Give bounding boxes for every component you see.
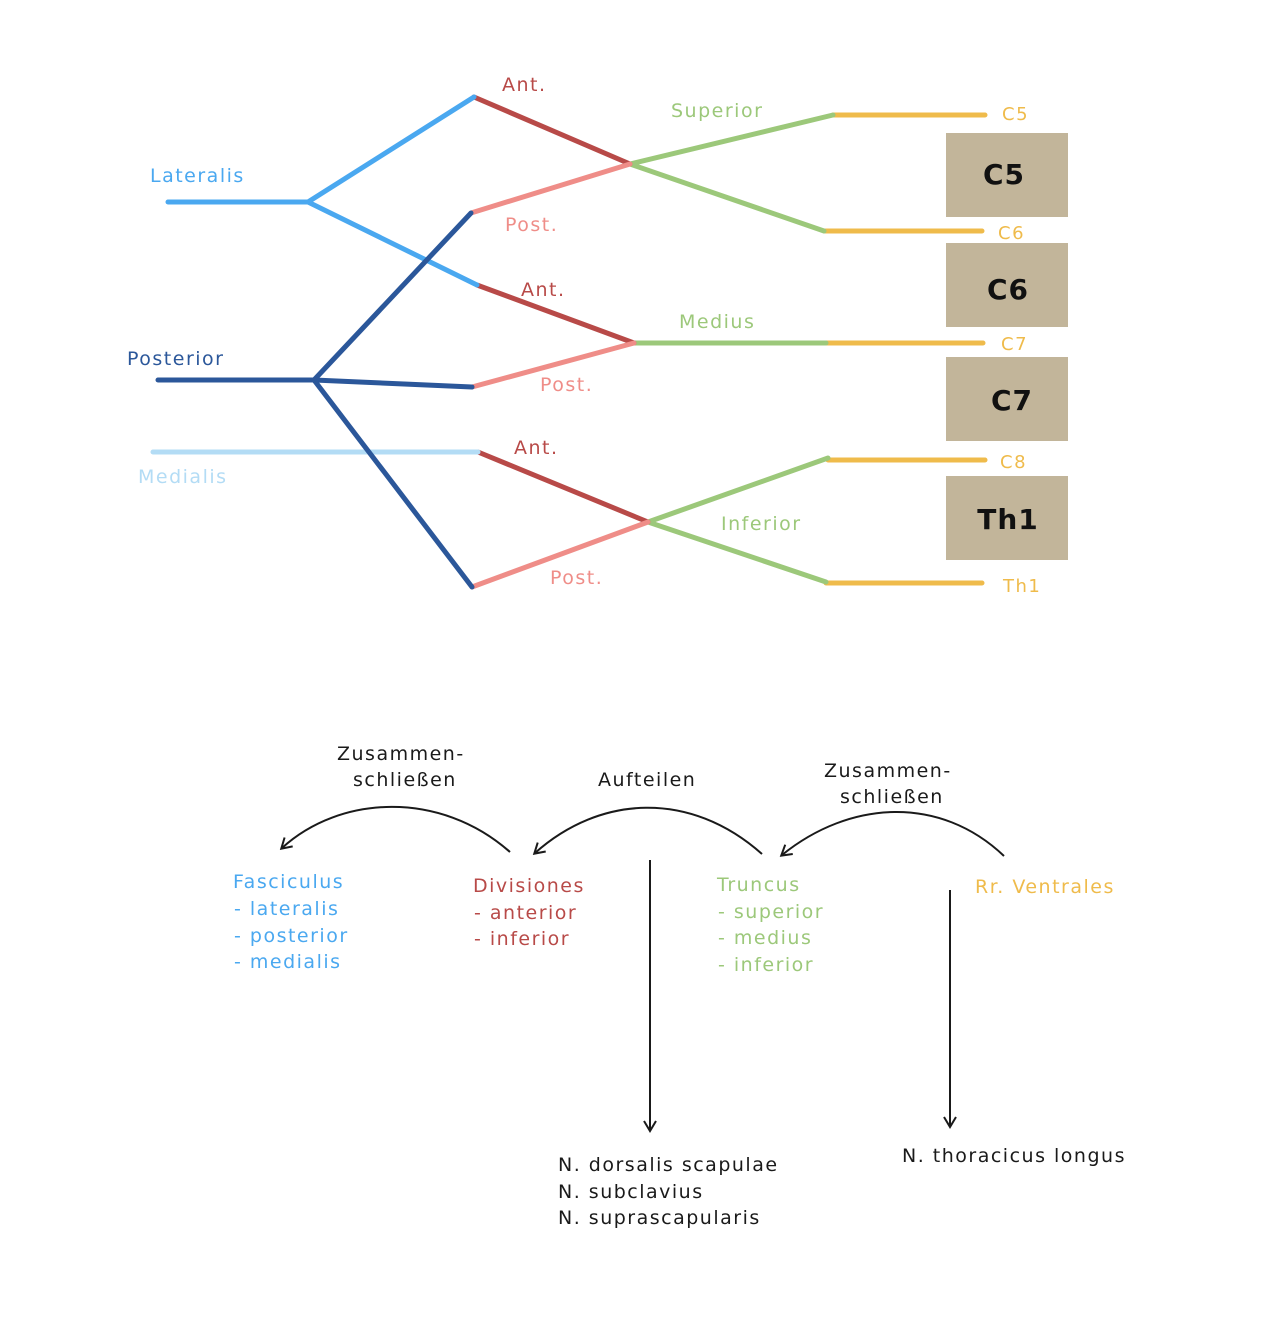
cord-lateralis-to-ant1 xyxy=(305,94,477,205)
rami-ventrales-title: Rr. Ventrales xyxy=(975,876,1115,898)
arrow-label-left-line1: Zusammen- xyxy=(337,743,465,765)
nerve-thoracicus-longus: N. thoracicus longus xyxy=(902,1145,1126,1167)
nerve-subclavius: N. subclavius xyxy=(558,1181,704,1203)
truncus-item-inferior: - inferior xyxy=(718,954,814,976)
truncus-item-superior: - superior xyxy=(718,901,824,923)
truncus-item-medius: - medius xyxy=(718,927,812,949)
trunk-lines xyxy=(627,112,836,585)
division-label-post-2: Post. xyxy=(540,374,593,396)
truncus-group: Truncus - superior - medius - inferior xyxy=(716,874,824,976)
vertebra-label-c6: C6 xyxy=(987,273,1029,306)
vertebra-box-c7 xyxy=(946,357,1068,441)
trunk-inferior-upper xyxy=(645,455,831,525)
cord-lateralis-to-ant2 xyxy=(305,199,480,288)
truncus-title: Truncus xyxy=(716,874,801,896)
anterior-division-lines xyxy=(471,94,651,525)
arrow-label-right-line1: Zusammen- xyxy=(824,760,952,782)
fasciculus-item-posterior: - posterior xyxy=(234,925,349,947)
fasciculus-title: Fasciculus xyxy=(233,871,344,893)
flow-arrows xyxy=(279,806,1005,1133)
nerves-from-truncus: N. dorsalis scapulae N. subclavius N. su… xyxy=(558,1154,779,1229)
trunk-label-inferior: Inferior xyxy=(721,513,802,535)
division-post-3 xyxy=(469,519,651,590)
vertebra-label-c5: C5 xyxy=(983,158,1025,191)
vertebra-box-c5 xyxy=(946,133,1068,217)
fasciculus-item-medialis: - medialis xyxy=(234,951,342,973)
trunk-inferior-lower xyxy=(645,519,829,585)
fasciculus-item-lateralis: - lateralis xyxy=(234,898,339,920)
arrow-rami-to-truncus xyxy=(779,811,1005,857)
rami-lines xyxy=(821,112,988,586)
arrow-label-left-line2: schließen xyxy=(353,769,457,791)
vertebra-box-th1 xyxy=(946,476,1068,560)
vertebra-box-c6 xyxy=(946,243,1068,327)
vertebra-boxes: C5 C6 C7 Th1 xyxy=(946,133,1068,560)
division-post-2 xyxy=(469,340,637,390)
divisiones-title: Divisiones xyxy=(473,875,585,897)
cord-label-posterior: Posterior xyxy=(127,348,224,370)
arrow-label-middle: Aufteilen xyxy=(598,769,696,791)
ramus-label-c6: C6 xyxy=(998,223,1025,244)
ramus-label-c8: C8 xyxy=(1000,452,1027,473)
fasciculus-group: Fasciculus - lateralis - posterior - med… xyxy=(233,871,349,973)
cord-posterior-to-post2 xyxy=(311,377,475,390)
nerve-suprascapularis: N. suprascapularis xyxy=(558,1207,761,1229)
division-label-ant-1: Ant. xyxy=(502,74,547,96)
ramus-label-c7: C7 xyxy=(1001,334,1028,355)
arrow-truncus-to-divisiones xyxy=(532,806,763,855)
cord-posterior-to-post3 xyxy=(311,377,475,590)
trunk-label-superior: Superior xyxy=(671,100,763,122)
divisiones-item-anterior: - anterior xyxy=(474,902,577,924)
nerve-dorsalis-scapulae: N. dorsalis scapulae xyxy=(558,1154,779,1176)
ramus-label-th1: Th1 xyxy=(1002,576,1041,597)
posterior-division-lines xyxy=(468,161,651,590)
trunk-superior-lower xyxy=(627,161,827,234)
vertebra-label-c7: C7 xyxy=(991,384,1033,417)
division-ant-2 xyxy=(474,282,637,346)
cord-label-lateralis: Lateralis xyxy=(150,165,245,187)
divisiones-item-inferior: - inferior xyxy=(474,928,570,950)
cord-label-medialis: Medialis xyxy=(138,466,228,488)
arrow-divisiones-to-fasciculus xyxy=(279,806,511,853)
vertebra-label-th1: Th1 xyxy=(977,503,1039,536)
trunk-label-medius: Medius xyxy=(679,311,755,333)
division-post-1 xyxy=(468,161,633,216)
arrow-label-right-line2: schließen xyxy=(840,786,944,808)
trunk-superior-upper xyxy=(627,112,836,167)
division-label-ant-2: Ant. xyxy=(521,279,566,301)
divisiones-group: Divisiones - anterior - inferior xyxy=(473,875,585,950)
division-label-post-1: Post. xyxy=(505,214,558,236)
division-label-post-3: Post. xyxy=(550,567,603,589)
cord-posterior-to-post1 xyxy=(311,210,474,383)
division-ant-1 xyxy=(471,94,633,167)
ramus-label-c5: C5 xyxy=(1002,104,1029,125)
division-label-ant-3: Ant. xyxy=(514,437,559,459)
division-ant-3 xyxy=(475,449,651,525)
cord-lines xyxy=(150,94,481,590)
